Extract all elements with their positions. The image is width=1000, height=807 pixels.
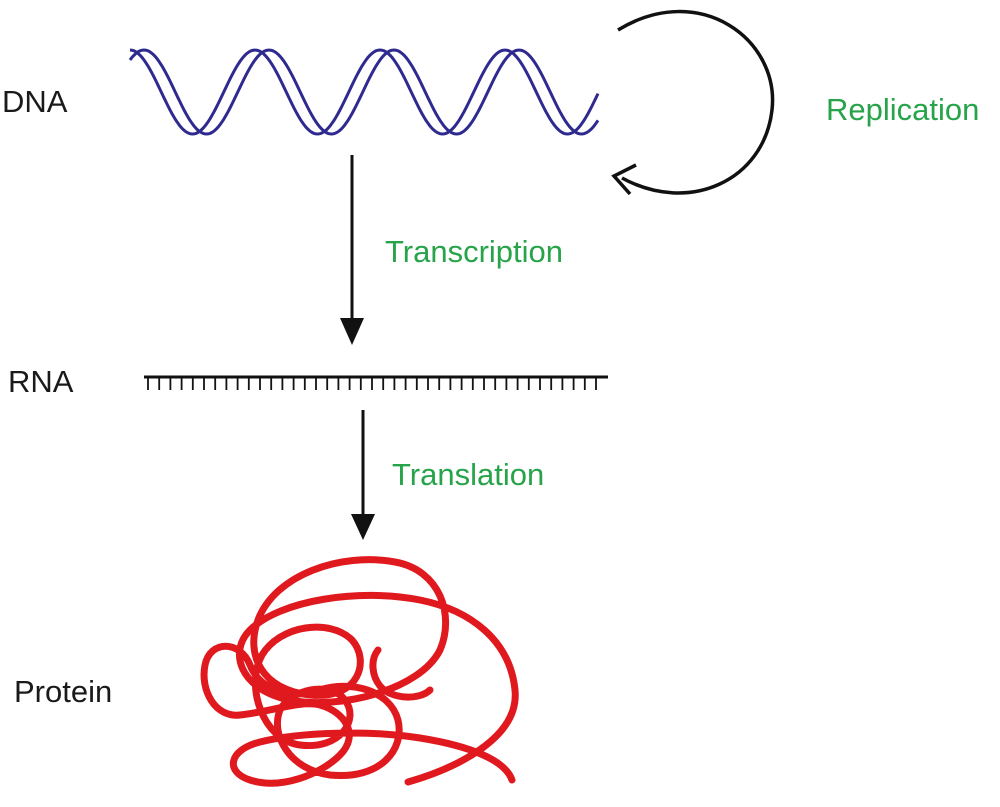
replication-arrowhead xyxy=(611,163,637,196)
rna-bases xyxy=(147,377,597,390)
dna-strand-b xyxy=(128,48,600,136)
rna-strand xyxy=(144,375,608,390)
translation-arrowhead xyxy=(351,514,375,540)
dna-strand-a xyxy=(129,48,600,136)
replication-arrow xyxy=(611,9,775,196)
rna-label: RNA xyxy=(8,364,74,399)
replication-label: Replication xyxy=(826,92,980,127)
translation-arrow xyxy=(351,410,375,540)
protein-coil xyxy=(200,556,519,787)
dna-double-helix xyxy=(128,48,600,136)
protein-label: Protein xyxy=(14,674,113,709)
transcription-label: Transcription xyxy=(385,234,564,269)
transcription-arrow xyxy=(340,155,364,345)
transcription-arrowhead xyxy=(340,318,364,345)
dna-label: DNA xyxy=(2,84,68,119)
translation-label: Translation xyxy=(392,457,545,492)
protein-chain xyxy=(200,556,519,787)
protein-chain-segment xyxy=(369,646,434,701)
replication-arc xyxy=(617,9,775,195)
